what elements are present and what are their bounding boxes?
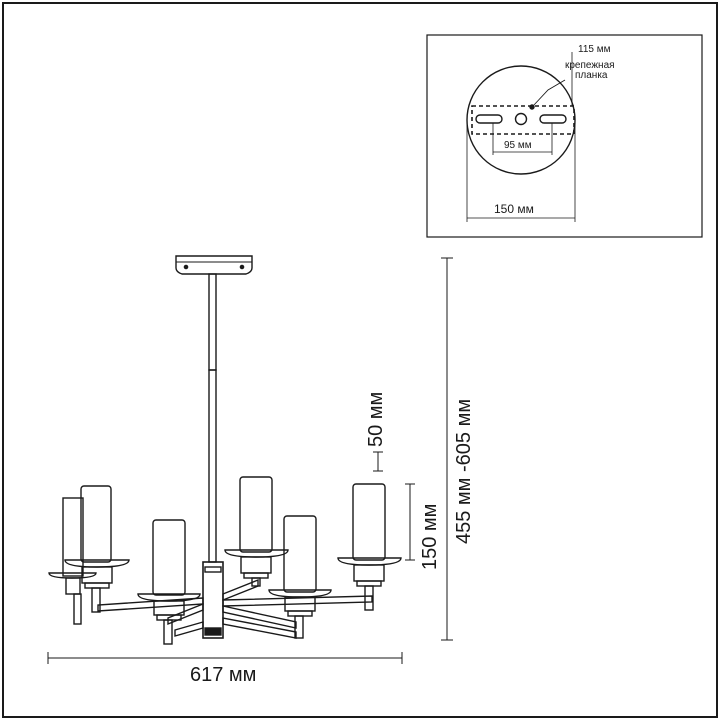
lamp-6-holder: [353, 564, 385, 582]
mounting-bracket: [471, 105, 575, 135]
lamp-3-post: [163, 619, 173, 645]
lamp-5-cup: [268, 589, 332, 598]
lamp-3: [137, 519, 201, 645]
lamp-4-holder: [240, 556, 272, 574]
lamp-4-ring: [243, 572, 269, 579]
stem-lower: [208, 369, 217, 563]
lamp-1-shade: [62, 497, 84, 577]
lamp-1-post: [73, 593, 82, 625]
hub-band-top: [204, 566, 222, 573]
arm-back-left: [97, 597, 204, 612]
dim-shade-label: 150 мм: [419, 504, 441, 570]
arm-rear-right: [222, 578, 259, 602]
center-hole: [514, 112, 528, 126]
bracket-slot-left: [475, 114, 503, 124]
lamp-2-ring: [84, 582, 110, 589]
bracket-label-line1: крепежная: [565, 60, 615, 71]
canopy-circle: [466, 65, 576, 175]
arm-front-left: [167, 602, 204, 626]
canopy-screw-right: [239, 264, 245, 270]
lamp-6-ring: [356, 580, 382, 587]
lamp-1: [48, 497, 97, 625]
lamp-6-cup: [337, 557, 402, 566]
lamp-1-holder: [65, 577, 81, 595]
stem-upper: [208, 273, 217, 371]
inset-frame: [426, 34, 703, 238]
central-hub: [202, 561, 224, 639]
lamp-2-cup: [64, 559, 130, 568]
arm-link-left: [174, 621, 204, 637]
dim-115-label: 115 мм: [578, 44, 611, 55]
lamp-4: [224, 476, 289, 587]
dim-width-label: 617 мм: [190, 664, 256, 686]
bracket-leader: [532, 79, 566, 107]
dim-gap-label: 50 мм: [365, 392, 387, 447]
dim-95-label: 95 мм: [504, 140, 532, 151]
dim-150-label: 150 мм: [494, 202, 534, 216]
lamp-2-holder: [81, 566, 113, 584]
lamp-5-shade: [283, 515, 317, 593]
canopy-screw-left: [183, 264, 189, 270]
lamp-5: [268, 515, 332, 639]
dimension-lines: [47, 257, 453, 664]
arm-link-right: [222, 617, 297, 639]
lamp-5-post: [294, 615, 304, 639]
chandelier-side-view: [48, 255, 402, 645]
lamp-6-shade: [352, 483, 386, 561]
lamp-2: [64, 485, 130, 613]
arm-back-right: [222, 595, 373, 607]
lamp-4-shade: [239, 476, 273, 553]
dim-height-label: 455 мм -605 мм: [453, 399, 475, 544]
hub-base: [204, 627, 222, 636]
ceiling-canopy: [175, 255, 253, 275]
lamp-3-shade: [152, 519, 186, 596]
lamp-5-ring: [287, 610, 313, 617]
lamp-6-post: [364, 585, 374, 611]
bracket-slot-right: [539, 114, 567, 124]
canopy-top-view: [426, 34, 703, 238]
lamp-2-shade: [80, 485, 112, 563]
lamp-2-post: [91, 587, 101, 613]
bracket-label-line2: планка: [575, 70, 608, 81]
lamp-4-cup: [224, 549, 289, 558]
arm-front-right: [222, 605, 297, 629]
lamp-4-post: [251, 577, 261, 587]
lamp-6: [337, 483, 402, 611]
